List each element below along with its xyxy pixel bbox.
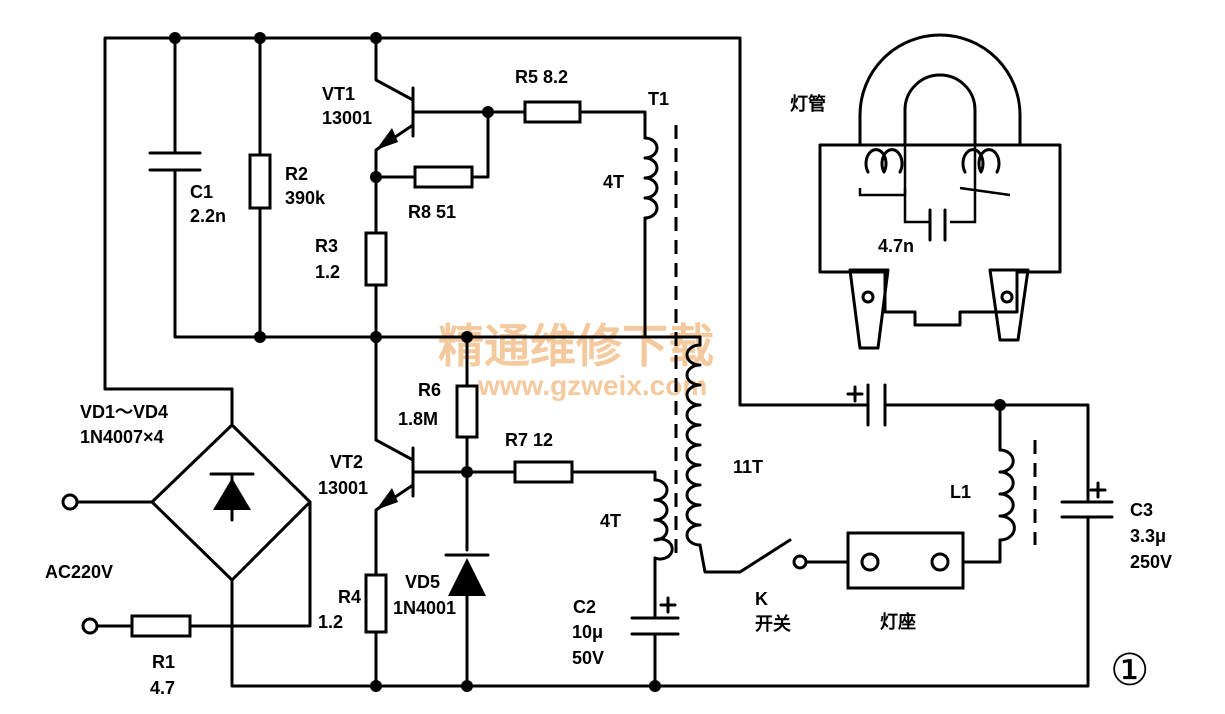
junction-dot	[994, 399, 1006, 411]
r4-name-label: R4	[338, 587, 361, 607]
labels: VT1 13001 R5 8.2 T1 C1 2.2n R2 390k R8 5…	[45, 67, 1172, 698]
resistor-r2	[248, 153, 272, 210]
r6-name-label: R6	[418, 380, 441, 400]
junction-dot	[461, 466, 473, 478]
r1-name-label: R1	[152, 652, 175, 672]
junction-dot	[254, 32, 266, 44]
junctions	[169, 32, 1006, 692]
resistor-r4	[364, 573, 388, 634]
vd5-part-label: 1N4001	[393, 598, 456, 618]
junction-dot	[461, 680, 473, 692]
diode-vd5	[444, 553, 490, 596]
transistor-vt2	[376, 446, 415, 510]
junction-dot	[461, 331, 473, 343]
resistor-r6	[455, 384, 479, 439]
r3-name-label: R3	[315, 236, 338, 256]
mid-rail-wire	[173, 168, 652, 339]
c2-value-label: 10μ	[572, 622, 603, 642]
c3-top-wire	[884, 403, 1090, 502]
resistor-r7	[513, 460, 574, 484]
ac-input-label: AC220V	[45, 562, 113, 582]
junction-dot	[370, 680, 382, 692]
lamp-tube-label: 灯管	[790, 93, 826, 114]
vt2-name-label: VT2	[330, 452, 363, 472]
resistor-r1	[130, 614, 192, 638]
socket-label: 灯座	[880, 611, 916, 632]
bridge-name-label: VD1～VD4	[80, 402, 168, 422]
t1-primary-turns-label: 4T	[603, 172, 624, 192]
r8-right-wire	[470, 110, 490, 179]
c1-value-label: 2.2n	[190, 206, 226, 226]
capacitor-series	[846, 383, 887, 427]
top-rail-wire	[103, 36, 852, 407]
vd5-name-label: VD5	[405, 572, 440, 592]
capacitor-c3	[1060, 481, 1114, 519]
r1-right-wire	[188, 500, 312, 628]
junction-dot	[649, 680, 661, 692]
vt2-part-label: 13001	[318, 478, 368, 498]
capacitor-c1	[148, 151, 202, 172]
r8-label: R8 51	[408, 202, 456, 222]
resistor-r8	[413, 165, 474, 189]
figure-number: ①	[1110, 645, 1149, 696]
r4-value-label: 1.2	[318, 612, 343, 632]
switch-cn-label: 开关	[755, 613, 791, 634]
ac-terminal-bottom	[81, 617, 99, 635]
junction-dot	[254, 331, 266, 343]
resistor-r5	[523, 100, 582, 124]
capacitor-c2	[630, 596, 680, 636]
lamp-tube-icon	[818, 33, 1062, 350]
r5-label: R5 8.2	[515, 67, 568, 87]
t1-primary-coil	[643, 136, 659, 220]
switch-k	[738, 538, 808, 574]
c2-name-label: C2	[573, 597, 596, 617]
r7-label: R7 12	[505, 430, 553, 450]
watermark-url: www.gzweix.com	[477, 370, 707, 401]
winding-11t-bottom-wire	[698, 543, 742, 574]
watermark: 精通维修下载 www.gzweix.com	[438, 319, 714, 401]
c3-value-label: 3.3μ	[1130, 526, 1166, 546]
inductor-l1	[998, 448, 1016, 542]
winding-11t-coil	[685, 343, 702, 547]
ac-terminal-top	[61, 493, 79, 511]
winding-11t-label: 11T	[733, 457, 763, 477]
switch-name-label: K	[755, 589, 768, 609]
vt1-name-label: VT1	[322, 84, 355, 104]
watermark-text: 精通维修下载	[438, 319, 714, 373]
vt1-part-label: 13001	[322, 108, 372, 128]
t1-secondary-coil	[653, 478, 674, 561]
bridge-part-label: 1N4007×4	[80, 427, 164, 447]
junction-dot	[370, 331, 382, 343]
r6-value-label: 1.8M	[398, 409, 438, 429]
r5-right-wire	[578, 110, 647, 140]
c1-name-label: C1	[190, 182, 213, 202]
junction-dot	[169, 32, 181, 44]
transistor-vt1	[376, 86, 415, 150]
vt1-collector-wire	[374, 36, 415, 102]
c3-name-label: C3	[1130, 500, 1153, 520]
r3-value-label: 1.2	[315, 262, 340, 282]
resistor-r3	[364, 231, 388, 287]
junction-dot	[370, 32, 382, 44]
c2-voltage-label: 50V	[572, 648, 604, 668]
junction-dot	[482, 106, 494, 118]
r2-value-label: 390k	[285, 188, 326, 208]
lamp-cap-label: 4.7n	[878, 236, 914, 256]
c3-voltage-label: 250V	[1130, 552, 1172, 572]
r1-value-label: 4.7	[150, 678, 175, 698]
t1-secondary-turns-label: 4T	[600, 511, 621, 531]
t1-label: T1	[648, 89, 669, 109]
r7-right-wire	[570, 470, 657, 482]
junction-dot	[370, 171, 382, 183]
lamp-socket	[846, 531, 965, 590]
r2-name-label: R2	[285, 164, 308, 184]
bridge-rectifier	[103, 387, 312, 582]
vt2-collector-tie	[374, 438, 415, 462]
l1-label: L1	[950, 482, 971, 502]
